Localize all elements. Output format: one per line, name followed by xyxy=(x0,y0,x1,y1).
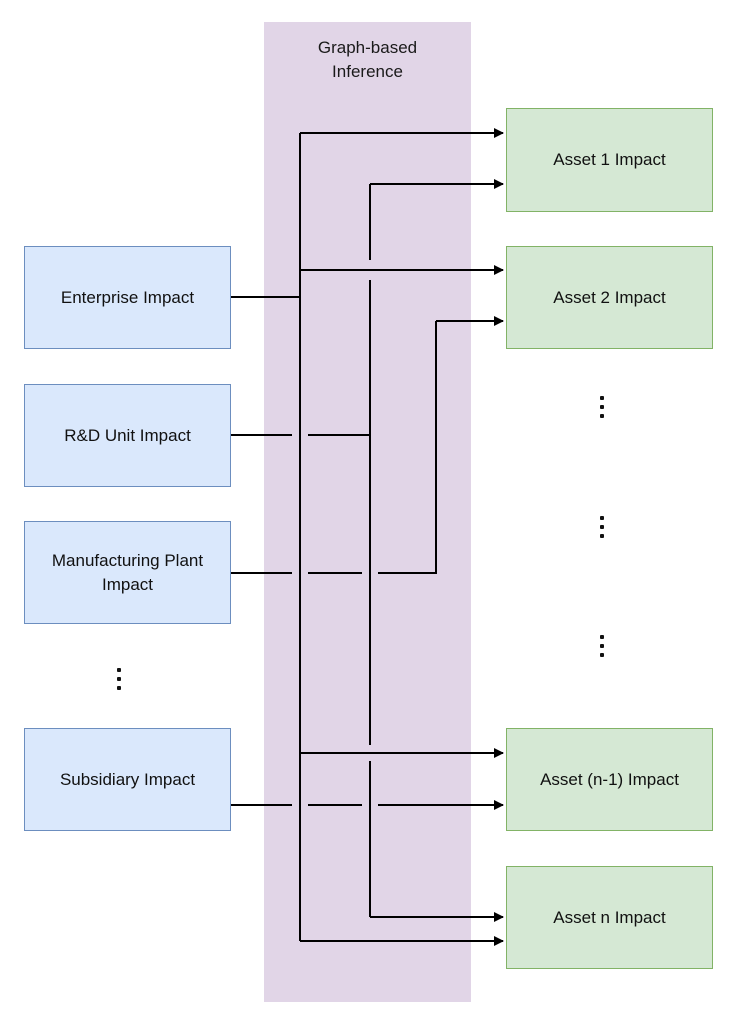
edge-mfg-in xyxy=(231,321,437,574)
target-box-asset-2: Asset 2 Impact xyxy=(506,246,713,349)
target-label: Asset 2 Impact xyxy=(553,287,666,307)
source-box-manufacturing-plant: Manufacturing Plant Impact xyxy=(24,521,231,624)
target-ellipsis-3 xyxy=(599,635,605,657)
target-label: Asset n Impact xyxy=(553,907,666,927)
band-title: Graph-based Inference xyxy=(317,38,418,81)
source-label: R&D Unit Impact xyxy=(64,425,191,445)
target-label: Asset (n-1) Impact xyxy=(540,769,679,789)
source-label: Subsidiary Impact xyxy=(59,769,196,789)
source-label: Manufacturing Plant Impact xyxy=(51,550,204,594)
target-box-asset-1: Asset 1 Impact xyxy=(506,108,713,212)
target-box-asset-n-minus-1: Asset (n-1) Impact xyxy=(506,728,713,831)
target-ellipsis-1 xyxy=(599,396,605,418)
target-label: Asset 1 Impact xyxy=(553,150,666,169)
source-box-subsidiary: Subsidiary Impact xyxy=(24,728,231,831)
source-ellipsis xyxy=(116,668,122,690)
target-ellipsis-2 xyxy=(599,516,605,538)
source-box-enterprise: Enterprise Impact xyxy=(24,246,231,349)
edge-enterprise-bus xyxy=(231,133,301,941)
source-label: Enterprise Impact xyxy=(60,287,195,307)
target-box-asset-n: Asset n Impact xyxy=(506,866,713,969)
source-box-rd-unit: R&D Unit Impact xyxy=(24,384,231,487)
